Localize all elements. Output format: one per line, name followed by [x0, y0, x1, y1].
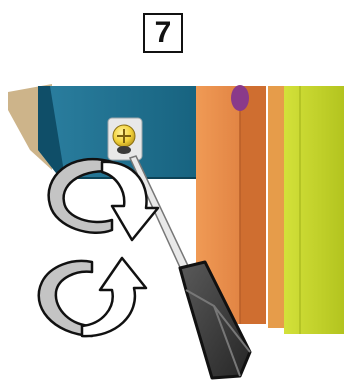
step-number-box: 7: [143, 13, 183, 53]
rotate-clockwise-arrow-icon: [47, 157, 160, 242]
cam-fitting: [231, 85, 249, 111]
rotate-counterclockwise-arrow-icon: [37, 256, 148, 338]
side-panel-green: [268, 86, 344, 334]
side-panel-orange: [196, 85, 266, 324]
screw: [112, 124, 136, 154]
step-number: 7: [154, 16, 172, 49]
